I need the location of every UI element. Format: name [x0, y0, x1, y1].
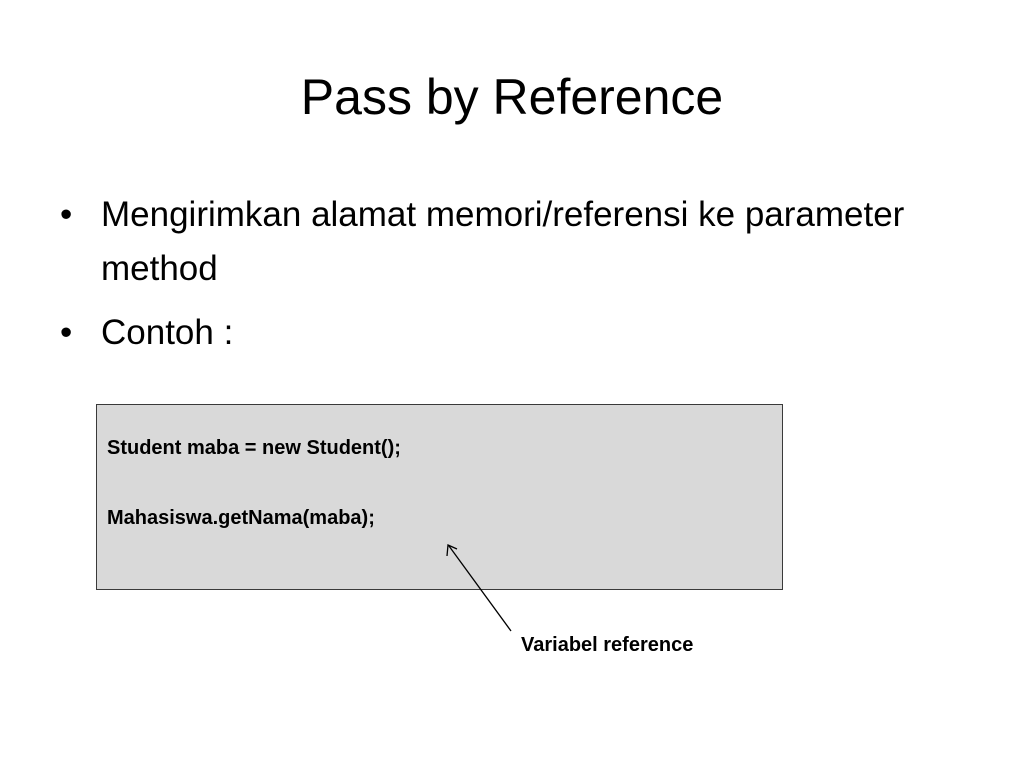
- bullet-item: • Contoh :: [60, 306, 920, 360]
- bullet-item: • Mengirimkan alamat memori/referensi ke…: [60, 188, 920, 296]
- code-example-box: Student maba = new Student(); Mahasiswa.…: [96, 404, 783, 590]
- bullet-text: Contoh :: [101, 313, 234, 352]
- bullet-list: • Mengirimkan alamat memori/referensi ke…: [60, 188, 920, 370]
- bullet-point-icon: •: [60, 313, 73, 352]
- code-line: Mahasiswa.getNama(maba);: [107, 507, 375, 529]
- bullet-point-icon: •: [60, 195, 73, 234]
- annotation-label: Variabel reference: [521, 634, 694, 656]
- bullet-text: Mengirimkan alamat memori/referensi ke p…: [101, 195, 905, 288]
- code-line: Student maba = new Student();: [107, 437, 401, 459]
- slide-title: Pass by Reference: [300, 69, 724, 125]
